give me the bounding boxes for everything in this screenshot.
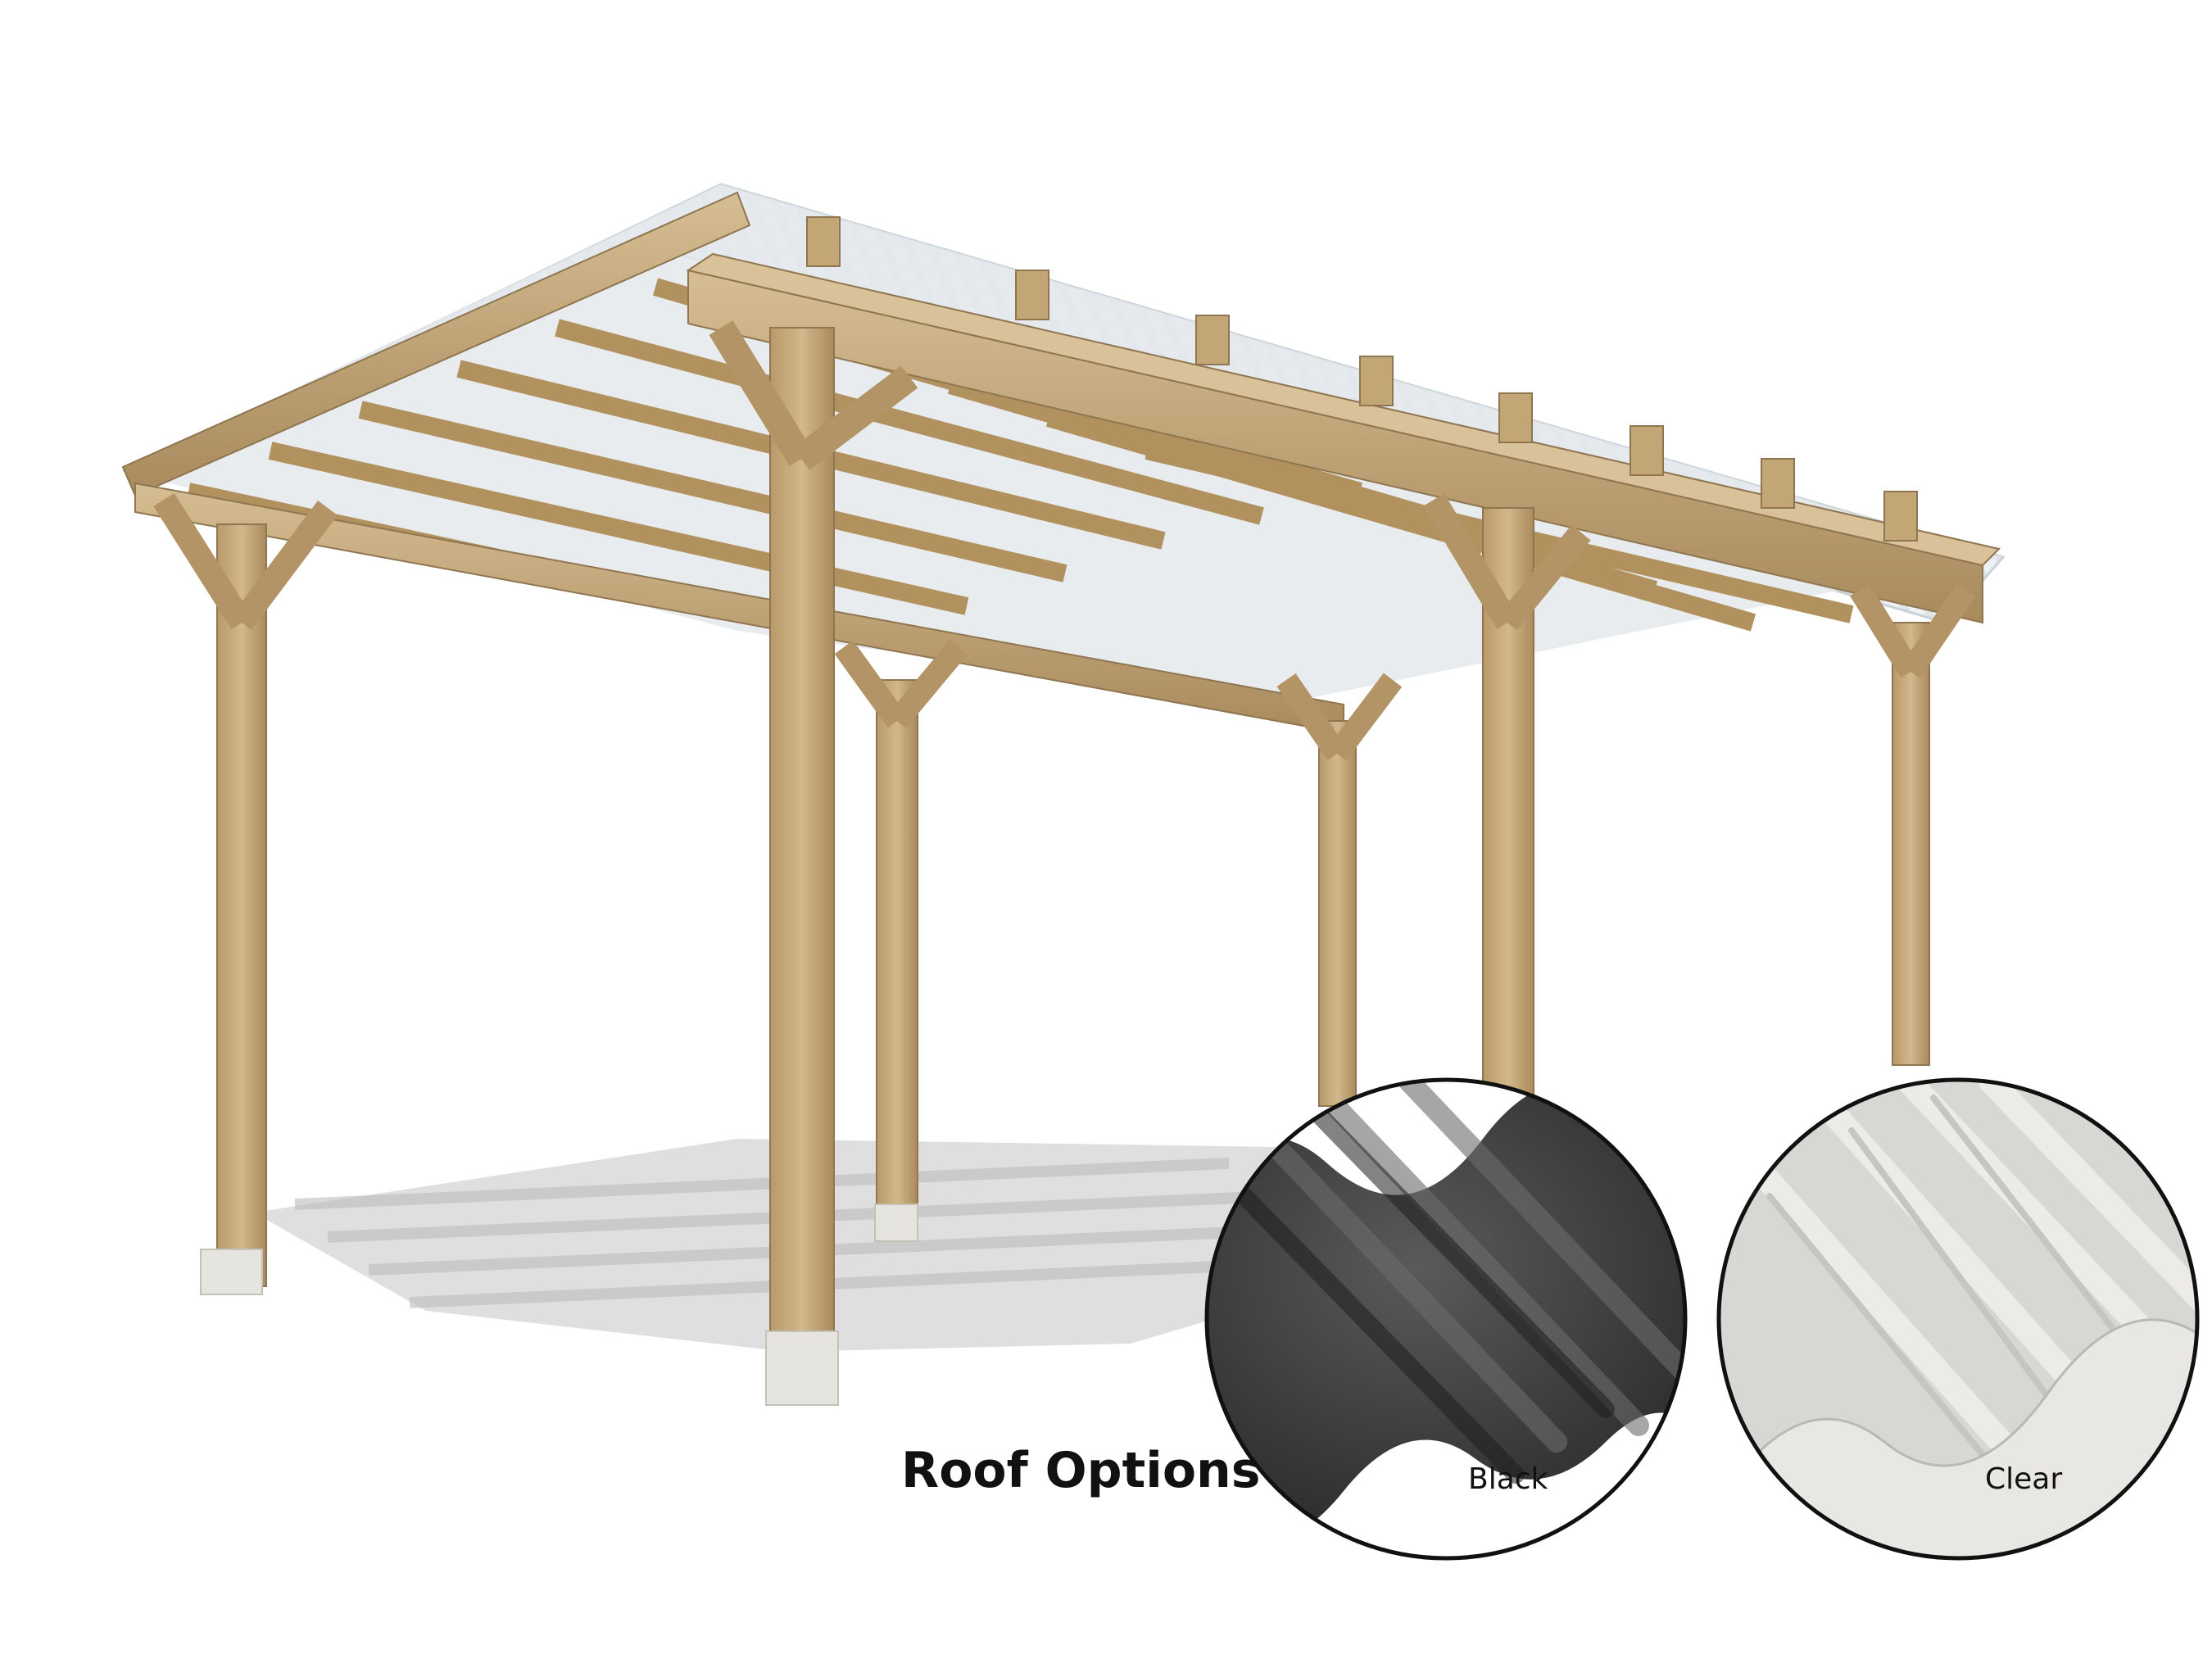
- front-post-braces: [709, 320, 918, 470]
- back-posts: [876, 622, 1930, 1238]
- purlin-ends: [806, 216, 1918, 542]
- left-post-braces: [153, 492, 338, 630]
- front-post: [769, 327, 835, 1340]
- back-braces: [834, 583, 1976, 761]
- roof-sheet-underside: [123, 184, 2003, 705]
- black-option-label: Black: [1468, 1462, 1548, 1496]
- post-footings: [200, 1203, 918, 1406]
- left-post: [216, 524, 267, 1287]
- front-beam-top: [686, 252, 2001, 567]
- clear-roof-swatch: [1716, 1077, 2200, 1561]
- clear-option-label: Clear: [1985, 1462, 2063, 1496]
- middle-post-braces: [1423, 493, 1591, 631]
- black-roof-swatch: [1204, 1077, 1688, 1561]
- roof-options-heading: Roof Options: [901, 1442, 1261, 1499]
- back-beam: [121, 191, 751, 497]
